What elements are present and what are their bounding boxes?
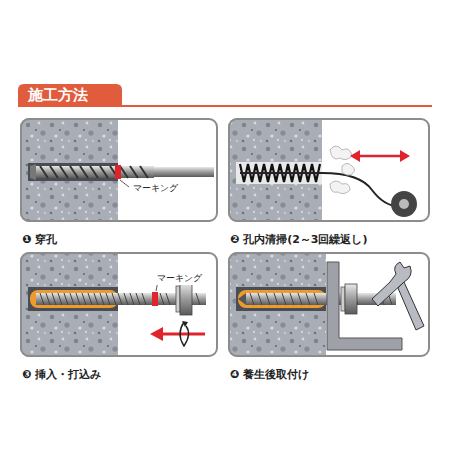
step-caption: ❶ 穿孔: [22, 232, 57, 247]
step-caption: ❹ 養生後取付け: [230, 367, 309, 382]
step-panel: ❹ 養生後取付け: [228, 252, 430, 357]
header-rule: [18, 105, 432, 107]
step-caption: ❸ 挿入・打込み: [22, 367, 101, 382]
insert-scene: [20, 252, 206, 357]
section-title: 施工方法: [28, 86, 88, 105]
step-panel: マーキング❸ 挿入・打込み: [20, 252, 218, 357]
marking-label: マーキング: [156, 272, 203, 285]
marking-label: マーキング: [132, 182, 179, 195]
header-tab: [18, 84, 122, 106]
step-caption: ❷ 孔内清掃(2～3回繰返し): [230, 232, 368, 247]
step-panel: マーキング❶ 穿孔: [20, 118, 218, 222]
cleaning-scene: [228, 118, 417, 222]
fixing-scene: [228, 252, 424, 357]
step-panel: ❷ 孔内清掃(2～3回繰返し): [228, 118, 430, 222]
drill-scene: [20, 118, 214, 222]
